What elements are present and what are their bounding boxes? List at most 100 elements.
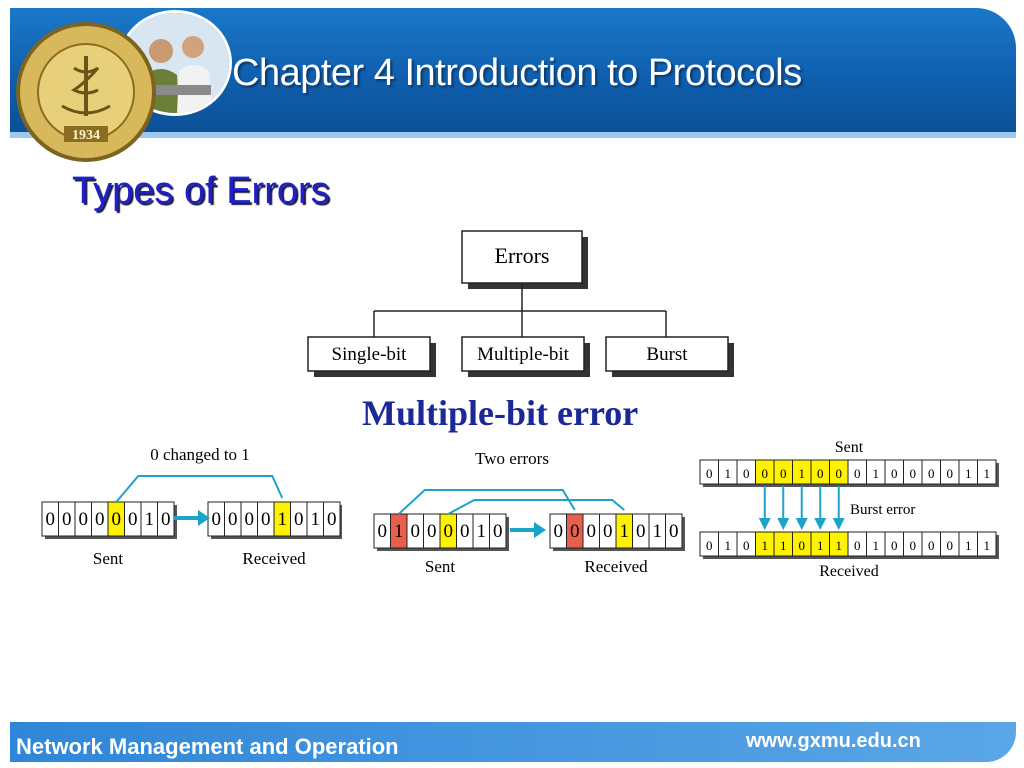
bit-value: 0 [743, 466, 750, 481]
bit-value: 0 [854, 538, 861, 553]
burst-arrowhead [814, 518, 827, 530]
bit-value: 1 [762, 538, 769, 553]
multi-sent-label: Sent [425, 557, 456, 576]
bit-cell [665, 513, 683, 549]
bit-value: 0 [112, 509, 122, 530]
single-bit-box [307, 336, 431, 372]
single-bit-annotation: 0 changed to 1 [150, 445, 250, 464]
bit-value: 1 [278, 509, 288, 530]
bit-value: 0 [62, 509, 72, 530]
seal-year: 1934 [72, 128, 100, 143]
bit-value: 1 [725, 538, 732, 553]
bit-value: 0 [570, 521, 580, 542]
bit-value: 0 [327, 509, 337, 530]
errors-root-label: Errors [495, 243, 550, 268]
bit-value: 0 [79, 509, 89, 530]
bit-value: 0 [669, 521, 679, 542]
bit-value: 0 [411, 521, 421, 542]
bit-value: 0 [46, 509, 56, 530]
bit-value: 0 [128, 509, 138, 530]
footer-website: www.gxmu.edu.cn [746, 730, 921, 752]
multiple-bit-box [461, 336, 585, 372]
burst-arrowhead [758, 518, 771, 530]
bit-value: 0 [95, 509, 105, 530]
bit-value: 0 [947, 466, 954, 481]
multi-bit-annotation: Two errors [475, 449, 549, 468]
bit-value: 1 [984, 538, 991, 553]
single-bit-label: Single-bit [332, 344, 408, 365]
header-divider [10, 132, 1016, 138]
burst-label: Burst [646, 344, 688, 365]
bit-value: 1 [780, 538, 787, 553]
bit-value: 0 [780, 466, 787, 481]
bit-value: 1 [836, 538, 843, 553]
single-received-label: Received [242, 549, 306, 568]
burst-box [605, 336, 729, 372]
bit-value: 0 [261, 509, 271, 530]
bit-value: 1 [965, 466, 972, 481]
bit-cell [977, 531, 997, 557]
bit-value: 0 [554, 521, 564, 542]
bit-value: 0 [212, 509, 222, 530]
chapter-title: Chapter 4 Introduction to Protocols [232, 52, 802, 94]
bit-value: 1 [965, 538, 972, 553]
bit-cell [323, 501, 341, 537]
bit-value: 0 [378, 521, 388, 542]
multiple-bit-error-title: Multiple-bit error [362, 393, 639, 433]
bit-value: 1 [477, 521, 487, 542]
burst-received-label: Received [819, 563, 879, 580]
bit-value: 1 [873, 466, 880, 481]
bit-value: 0 [891, 466, 898, 481]
burst-arrowhead [832, 518, 845, 530]
bit-value: 0 [706, 538, 713, 553]
multiple-bit-label: Multiple-bit [477, 344, 570, 365]
bit-value: 1 [145, 509, 155, 530]
annotation-arrow [447, 499, 625, 515]
single-annotation-arrow [115, 475, 284, 503]
multi-annotation-arrows [398, 489, 625, 515]
burst-annotation: Burst error [850, 502, 915, 518]
bit-value: 0 [444, 521, 454, 542]
burst-arrowhead [777, 518, 790, 530]
bit-cell [977, 459, 997, 485]
single-transfer-arrowhead [198, 510, 210, 526]
errors-root-box [461, 230, 583, 284]
bit-value: 1 [725, 466, 732, 481]
section-title: Types of Errors [72, 170, 330, 212]
bit-value: 0 [427, 521, 437, 542]
bit-value: 1 [311, 509, 321, 530]
bit-value: 0 [636, 521, 646, 542]
bit-value: 0 [743, 538, 750, 553]
single-sent-label: Sent [93, 549, 124, 568]
footer-course-name: Network Management and Operation [16, 734, 399, 759]
bit-value: 1 [653, 521, 663, 542]
bit-value: 0 [928, 466, 935, 481]
burst-error-arrows [758, 486, 845, 530]
burst-arrowhead [795, 518, 808, 530]
bit-value: 0 [493, 521, 503, 542]
bit-value: 0 [706, 466, 713, 481]
bit-value: 0 [910, 538, 917, 553]
multi-transfer-arrowhead [534, 522, 546, 538]
bit-value: 0 [587, 521, 597, 542]
bit-value: 1 [620, 521, 630, 542]
bit-value: 0 [836, 466, 843, 481]
annotation-arrow [398, 489, 576, 515]
burst-sent-label: Sent [835, 439, 864, 456]
bit-value: 1 [817, 538, 824, 553]
bit-value: 1 [799, 466, 806, 481]
bit-value: 0 [245, 509, 255, 530]
bit-value: 0 [603, 521, 613, 542]
bit-value: 0 [910, 466, 917, 481]
bit-value: 1 [394, 521, 404, 542]
multi-received-label: Received [584, 557, 648, 576]
